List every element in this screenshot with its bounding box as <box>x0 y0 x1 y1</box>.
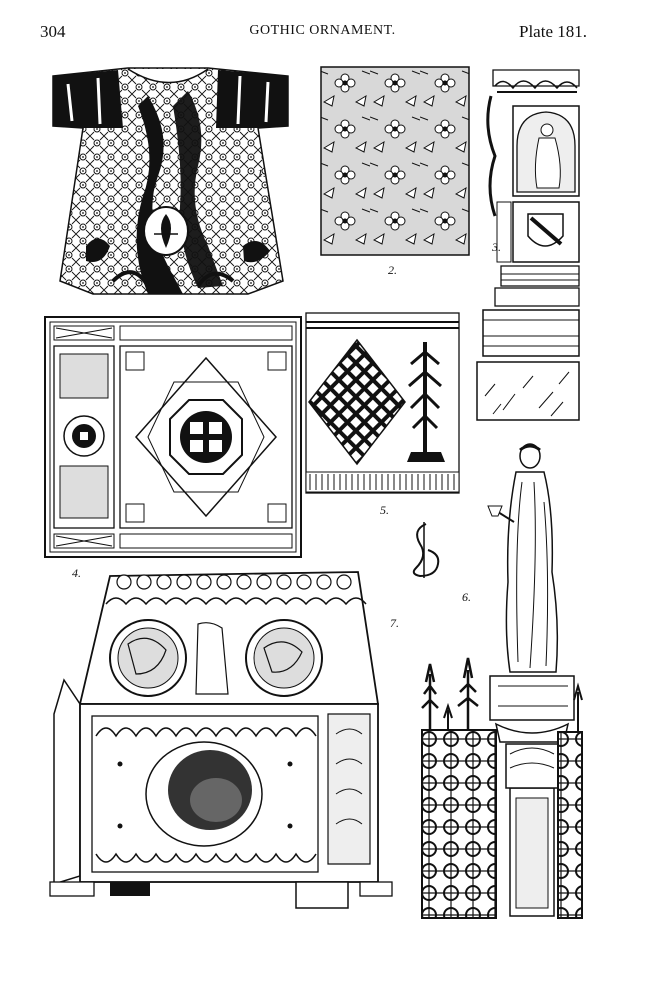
dalmatic-figure <box>48 66 293 298</box>
reliquary-shrine-icon <box>49 571 393 909</box>
band-figure <box>305 312 460 494</box>
figure-2-number: 2. <box>388 263 397 277</box>
plate-label: Plate 181. <box>519 22 587 41</box>
brocade-textile-icon <box>320 66 470 256</box>
dalmatic-vestment-icon <box>52 67 289 295</box>
panel-figure <box>44 316 302 558</box>
figure-5-number: 5. <box>380 503 389 517</box>
reliquary-figure <box>40 564 398 920</box>
figure-3-number: 3. <box>492 240 501 254</box>
statue-figure <box>418 442 588 920</box>
page-number: 304 <box>40 22 66 41</box>
monogram-icon <box>412 522 440 578</box>
brocade-figure <box>320 66 470 256</box>
figure-7-number: 7. <box>390 616 399 630</box>
figure-4-number: 4. <box>72 566 81 580</box>
pier-figure <box>473 66 583 424</box>
embroidered-band-icon <box>305 312 460 494</box>
statue-on-column-icon <box>421 443 583 919</box>
figure-1-number: 1. <box>257 166 266 180</box>
figure-6-number: 6. <box>462 590 471 604</box>
carved-pier-niche-icon <box>476 69 580 421</box>
page-title: GOTHIC ORNAMENT. <box>249 23 396 38</box>
book-cover-panel-icon <box>44 316 302 558</box>
monogram <box>406 520 446 580</box>
